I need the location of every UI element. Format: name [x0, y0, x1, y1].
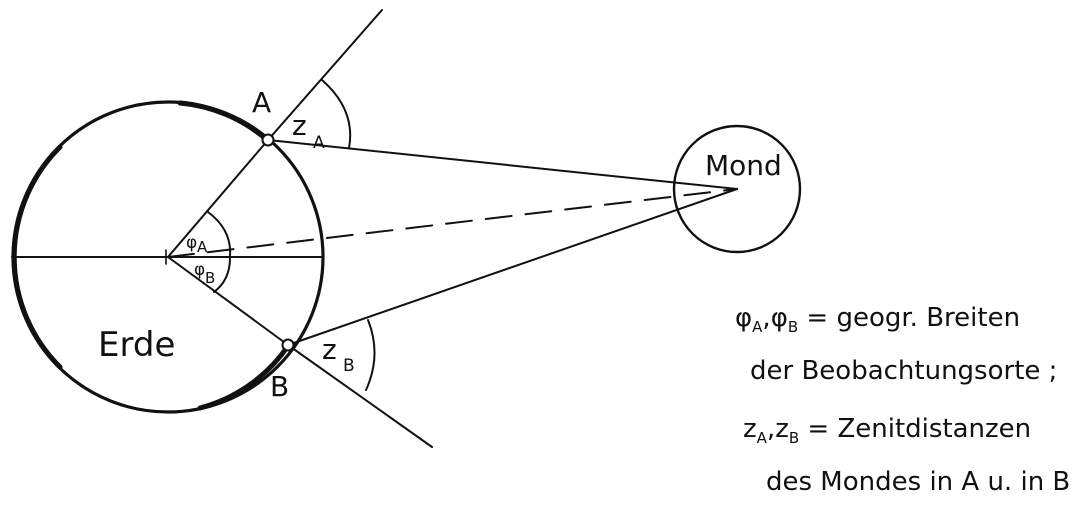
- latitude-arc-a: [207, 211, 232, 257]
- zenith-arc-a: [321, 79, 352, 149]
- point-b-marker: [281, 338, 295, 352]
- moon-circle: [672, 124, 802, 254]
- center-line-dashed: [167, 188, 738, 258]
- lat-a-symbol: φ: [186, 233, 197, 253]
- zenith-a-symbol: z: [292, 109, 307, 142]
- zenith-b-symbol: z: [322, 333, 337, 366]
- legend-line-4: des Mondes in A u. in B: [766, 467, 1070, 497]
- sight-line-b: [287, 188, 738, 346]
- lat-b-symbol: φ: [194, 260, 205, 280]
- zenith-a-sub: A: [313, 133, 325, 153]
- point-b-label: B: [270, 370, 289, 403]
- point-a-marker: [261, 133, 275, 147]
- zenith-line-a: [267, 9, 383, 141]
- zenith-b-sub: B: [343, 356, 355, 376]
- sight-line-a: [267, 139, 738, 190]
- legend: φA,φB = geogr. Breiten der Beobachtungso…: [735, 303, 1070, 497]
- lat-b-sub: B: [205, 269, 215, 287]
- legend-line-2: der Beobachtungsorte ;: [750, 356, 1057, 386]
- radius-to-b: [167, 256, 289, 346]
- earth-thick-arc-bottom: [197, 343, 291, 411]
- legend-line-3: zA,zB = Zenitdistanzen: [743, 414, 1031, 447]
- radius-to-a: [167, 139, 269, 258]
- zenith-arc-b: [365, 319, 376, 391]
- earth-thick-arc-top: [177, 100, 269, 142]
- lat-a-sub: A: [197, 238, 208, 256]
- legend-line-1: φA,φB = geogr. Breiten: [735, 303, 1020, 336]
- point-a-label: A: [252, 86, 271, 119]
- latitude-arc-b: [213, 257, 231, 293]
- earth-label: Erde: [98, 325, 175, 365]
- moon-label: Mond: [705, 149, 782, 182]
- zenith-line-b: [287, 344, 433, 448]
